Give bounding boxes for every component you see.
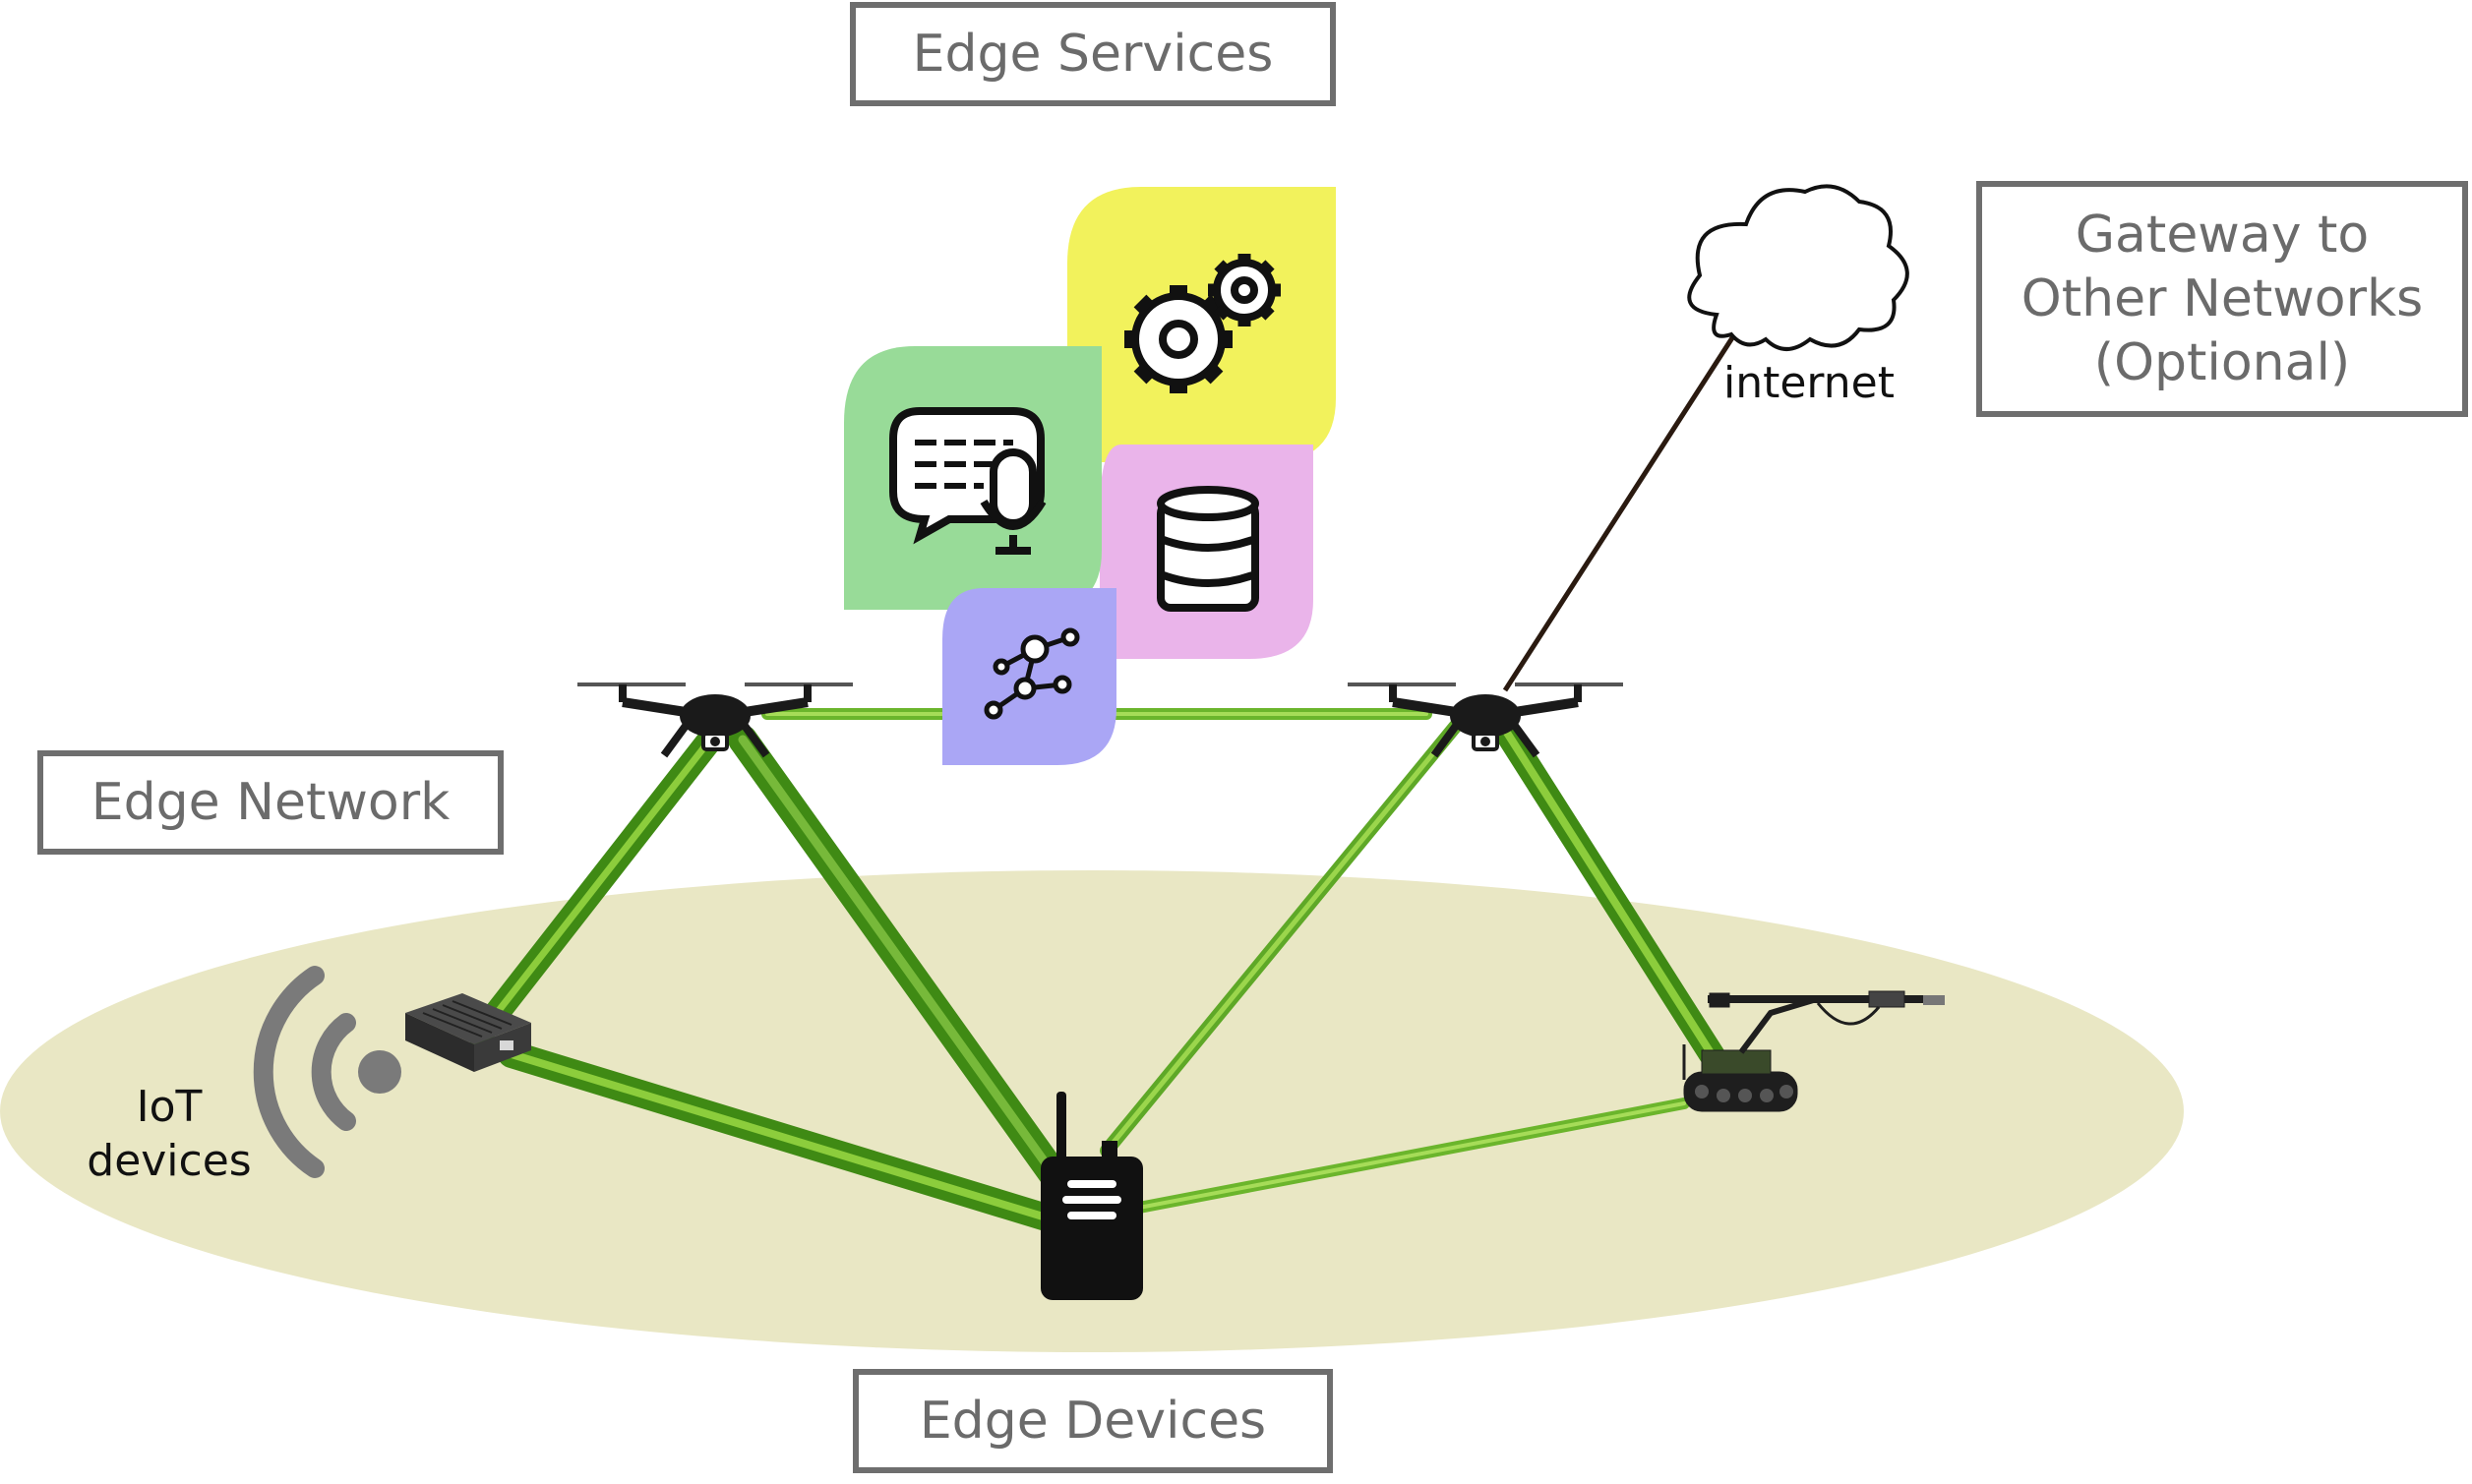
network-graph-icon — [984, 627, 1080, 720]
gears-icon — [1124, 254, 1281, 393]
edge-services-label: Edge Services — [912, 24, 1274, 84]
internet-link — [1502, 334, 1736, 692]
drone-icon — [1348, 683, 1623, 758]
handheld-radio-icon — [1041, 1092, 1143, 1300]
speech-microphone-icon — [889, 407, 1047, 555]
edge-devices-label-box: Edge Devices — [853, 1369, 1333, 1473]
drone-right — [1348, 683, 1623, 758]
iot-devices-label: IoT devices — [81, 1080, 258, 1188]
compute-box-icon — [405, 993, 531, 1072]
tracked-robot-icon — [1682, 990, 1945, 1112]
gateway-label-line-1: Gateway to — [2075, 205, 2370, 265]
iot-label-line-1: IoT — [136, 1082, 203, 1132]
drone-left — [577, 683, 853, 758]
gateway-label-line-2: Other Networks — [2020, 268, 2424, 328]
edge-devices-label: Edge Devices — [919, 1391, 1267, 1451]
database-icon — [1157, 486, 1259, 612]
edge-network-label: Edge Network — [90, 772, 451, 832]
wireless-signal-icon — [253, 966, 401, 1178]
drone-icon — [577, 683, 853, 758]
iot-label-line-2: devices — [87, 1136, 252, 1186]
gateway-label-line-3: (Optional) — [2093, 332, 2351, 392]
cloud-icon — [1687, 184, 1909, 351]
internet-label: internet — [1723, 358, 1895, 408]
gateway-label-box: Gateway to Other Networks (Optional) — [1976, 181, 2468, 417]
edge-network-label-box: Edge Network — [37, 750, 504, 855]
edge-services-group — [844, 187, 1336, 765]
edge-devices-ground — [0, 870, 2184, 1352]
edge-services-label-box: Edge Services — [850, 2, 1336, 106]
edge-network-links — [467, 708, 1729, 1233]
